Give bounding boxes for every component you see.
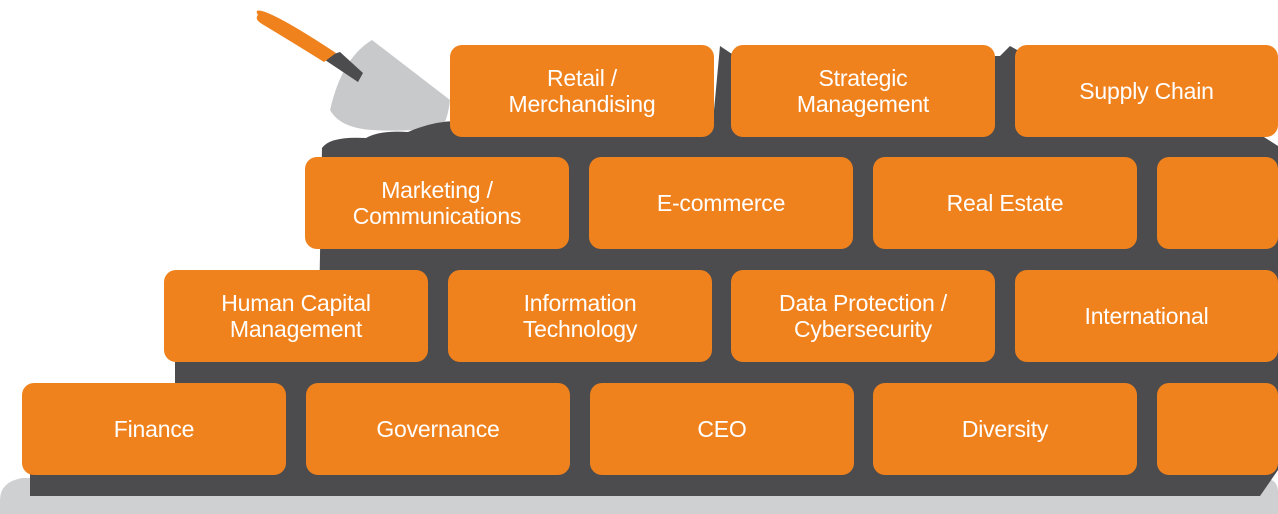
brick-second-row-3: Real Estate <box>873 157 1137 249</box>
brick-label: Governance <box>376 416 500 442</box>
brick-label: Data Protection / Cybersecurity <box>779 290 947 342</box>
trowel-ferrule <box>322 52 363 82</box>
brick-top-row-1: Retail / Merchandising <box>450 45 714 137</box>
brick-label: Human Capital Management <box>221 290 371 342</box>
brick-label: International <box>1084 303 1209 329</box>
brick-label: Finance <box>113 416 195 442</box>
brick-label: Retail / Merchandising <box>508 65 656 117</box>
brick-label: Marketing / Communications <box>352 177 522 229</box>
brick-label: E-commerce <box>656 190 786 216</box>
brick-top-row-2: Strategic Management <box>731 45 995 137</box>
brick-third-row-2: Information Technology <box>448 270 712 362</box>
brick-label: CEO <box>697 416 747 442</box>
brick-label: Supply Chain <box>1079 78 1214 104</box>
brick-bottom-row-3: CEO <box>590 383 854 475</box>
trowel-handle <box>256 10 336 62</box>
brick-second-row-1: Marketing / Communications <box>305 157 569 249</box>
brick-second-row-2: E-commerce <box>589 157 853 249</box>
brick-second-row-4 <box>1157 157 1278 249</box>
brick-top-row-3: Supply Chain <box>1015 45 1278 137</box>
brick-third-row-1: Human Capital Management <box>164 270 428 362</box>
brick-label: Information Technology <box>522 290 638 342</box>
trowel-icon <box>256 10 450 131</box>
brick-third-row-4: International <box>1015 270 1278 362</box>
brick-bottom-row-2: Governance <box>306 383 570 475</box>
brick-label: Diversity <box>961 416 1049 442</box>
brick-third-row-3: Data Protection / Cybersecurity <box>731 270 995 362</box>
brick-label: Strategic Management <box>796 65 930 117</box>
brick-label: Real Estate <box>946 190 1064 216</box>
trowel-blade <box>330 40 450 131</box>
brick-bottom-row-4: Diversity <box>873 383 1137 475</box>
brick-bottom-row-5 <box>1157 383 1278 475</box>
brick-bottom-row-1: Finance <box>22 383 286 475</box>
